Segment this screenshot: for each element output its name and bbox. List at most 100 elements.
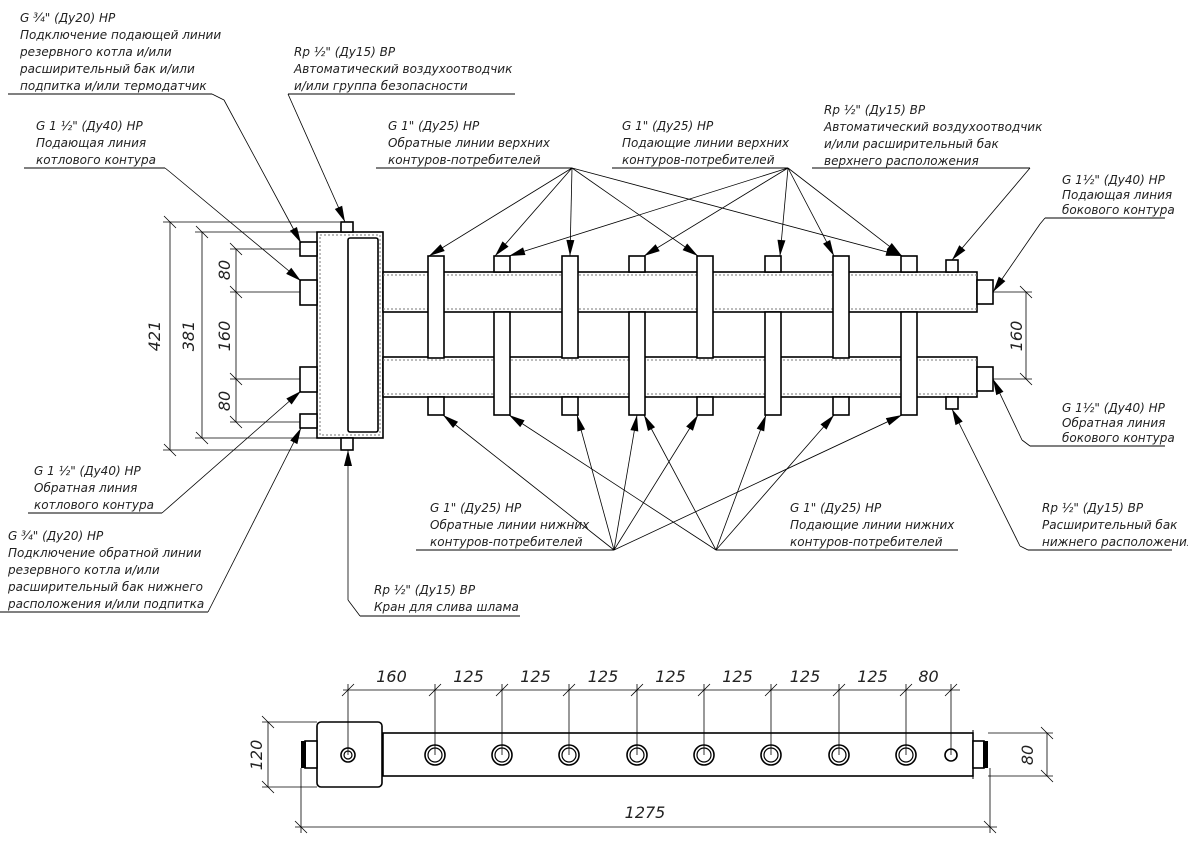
nozzle-sludge-drain bbox=[340, 437, 354, 451]
svg-text:G 1" (Ду25) НР: G 1" (Ду25) НР bbox=[388, 119, 480, 133]
svg-text:резервного котла и/или: резервного котла и/или bbox=[19, 45, 172, 59]
leader-line bbox=[643, 414, 717, 551]
branch-lower-short bbox=[561, 396, 579, 416]
arrowhead bbox=[509, 247, 526, 256]
svg-text:G 1½" (Ду40) НР: G 1½" (Ду40) НР bbox=[1062, 173, 1166, 187]
top-view-left-fitting-nut bbox=[301, 741, 306, 768]
nozzle-lower-expansion bbox=[945, 396, 959, 410]
leader-line bbox=[576, 414, 615, 551]
svg-text:подпитка и/или термодатчик: подпитка и/или термодатчик bbox=[20, 79, 207, 93]
dim-side-spacing: 160 bbox=[1007, 321, 1026, 352]
leader-line bbox=[169, 171, 302, 282]
leader-line bbox=[347, 599, 361, 617]
svg-text:Подающие линии нижних: Подающие линии нижних bbox=[790, 518, 955, 532]
dim-spacing-label: 125 bbox=[722, 667, 753, 686]
nozzle-boiler-supply bbox=[299, 279, 318, 306]
dimension-tick bbox=[899, 683, 913, 697]
dim-spacing-label: 125 bbox=[453, 667, 484, 686]
callout-sludge-drain: Rp ½" (Ду15) ВР Кран для слива шлама bbox=[374, 583, 519, 614]
leader-line bbox=[1019, 545, 1029, 551]
leader-line bbox=[951, 167, 1031, 261]
arrowhead bbox=[952, 245, 966, 260]
leader-line bbox=[223, 99, 302, 244]
dim-upper-spacing: 80 bbox=[215, 260, 234, 280]
dim-pipe-width: 80 bbox=[1018, 745, 1037, 765]
arrowhead bbox=[566, 239, 575, 256]
arrowhead bbox=[577, 415, 586, 432]
arrowhead bbox=[885, 415, 902, 426]
dimension-tick bbox=[630, 683, 644, 697]
arrowhead bbox=[993, 379, 1004, 396]
svg-text:G 1½" (Ду40) НР: G 1½" (Ду40) НР bbox=[1062, 401, 1166, 415]
leader-line bbox=[211, 93, 225, 101]
svg-text:бокового контура: бокового контура bbox=[1062, 431, 1175, 445]
dim-spacing-label: 125 bbox=[588, 667, 619, 686]
branch-lower-long bbox=[764, 311, 782, 416]
branch-upper-short bbox=[764, 255, 782, 273]
leader-line bbox=[161, 390, 302, 514]
callout-side-supply: G 1½" (Ду40) НР Подающая линия бокового … bbox=[1062, 173, 1175, 217]
dim-spacing-label: 125 bbox=[790, 667, 821, 686]
leader-line bbox=[1039, 217, 1046, 225]
branch-lower-short bbox=[832, 396, 850, 416]
arrowhead bbox=[644, 415, 656, 431]
top-view bbox=[301, 721, 988, 788]
leader-line bbox=[428, 167, 573, 257]
svg-text:Rp ½" (Ду15) ВР: Rp ½" (Ду15) ВР bbox=[374, 583, 476, 597]
arrowhead bbox=[756, 415, 766, 432]
svg-text:Подающая линия: Подающая линия bbox=[36, 136, 146, 150]
front-dimensions: 421 381 80 160 80 160 bbox=[145, 215, 1033, 457]
svg-text:бокового контура: бокового контура bbox=[1062, 203, 1175, 217]
svg-text:G 1" (Ду25) НР: G 1" (Ду25) НР bbox=[622, 119, 714, 133]
svg-text:G 1 ½" (Ду40) НР: G 1 ½" (Ду40) НР bbox=[34, 464, 141, 478]
callout-top-left-1: G ¾" (Ду20) НР Подключение подающей лини… bbox=[19, 11, 221, 93]
leader-line bbox=[643, 167, 789, 257]
callout-bottom-left-2: G ¾" (Ду20) НР Подключение обратной лини… bbox=[7, 529, 204, 611]
leader-line bbox=[715, 414, 835, 551]
leader-line bbox=[442, 414, 615, 551]
top-view-right-fitting-nut bbox=[983, 741, 988, 768]
leader-line bbox=[613, 414, 638, 551]
leader-lines bbox=[0, 93, 1172, 617]
top-view-right-fitting bbox=[972, 740, 985, 769]
arrowhead bbox=[334, 205, 345, 222]
nozzle-boiler-return bbox=[299, 366, 318, 393]
leader-line bbox=[787, 167, 903, 257]
arrowhead bbox=[630, 415, 639, 432]
dimension-tick bbox=[341, 683, 355, 697]
dimension-tick bbox=[562, 683, 576, 697]
dim-body-height: 381 bbox=[179, 321, 198, 352]
dimension-tick bbox=[428, 683, 442, 697]
callout-boiler-return: G 1 ½" (Ду40) НР Обратная линия котловог… bbox=[34, 464, 154, 512]
svg-text:Подающая линия: Подающая линия bbox=[1062, 188, 1172, 202]
svg-text:и/или расширительный бак: и/или расширительный бак bbox=[824, 137, 999, 151]
callout-upper-supply: G 1" (Ду25) НР Подающие линии верхних ко… bbox=[622, 119, 790, 167]
branch-lower-long bbox=[493, 311, 511, 416]
svg-text:Обратная линия: Обратная линия bbox=[34, 481, 137, 495]
branch-lower-short bbox=[696, 396, 714, 416]
dim-overall-height: 421 bbox=[145, 321, 164, 352]
branch-upper-short bbox=[493, 255, 511, 273]
arrowhead bbox=[644, 244, 660, 256]
callout-lower-expansion: Rp ½" (Ду15) ВР Расширительный бак нижне… bbox=[1042, 501, 1188, 549]
branch-lower-short bbox=[427, 396, 445, 416]
arrowhead bbox=[344, 450, 352, 466]
separator-inner-chamber bbox=[347, 237, 379, 433]
leader-line bbox=[787, 167, 835, 257]
branch-upper-short bbox=[628, 255, 646, 273]
svg-text:контуров-потребителей: контуров-потребителей bbox=[430, 535, 583, 549]
dimension-tick bbox=[495, 683, 509, 697]
dim-overall-length: 1275 bbox=[625, 803, 666, 822]
svg-text:верхнего расположения: верхнего расположения bbox=[824, 154, 979, 168]
branch-upper-long bbox=[427, 255, 445, 359]
leader-line bbox=[1021, 439, 1031, 447]
nozzle-side-supply bbox=[976, 279, 994, 305]
nozzle-bottom-left-3-4 bbox=[299, 413, 318, 429]
leader-line bbox=[508, 167, 789, 257]
arrowhead bbox=[443, 415, 459, 429]
svg-text:и/или группа безопасности: и/или группа безопасности bbox=[294, 79, 468, 93]
arrowhead bbox=[886, 243, 902, 256]
nozzle-air-vent-top bbox=[340, 221, 354, 233]
